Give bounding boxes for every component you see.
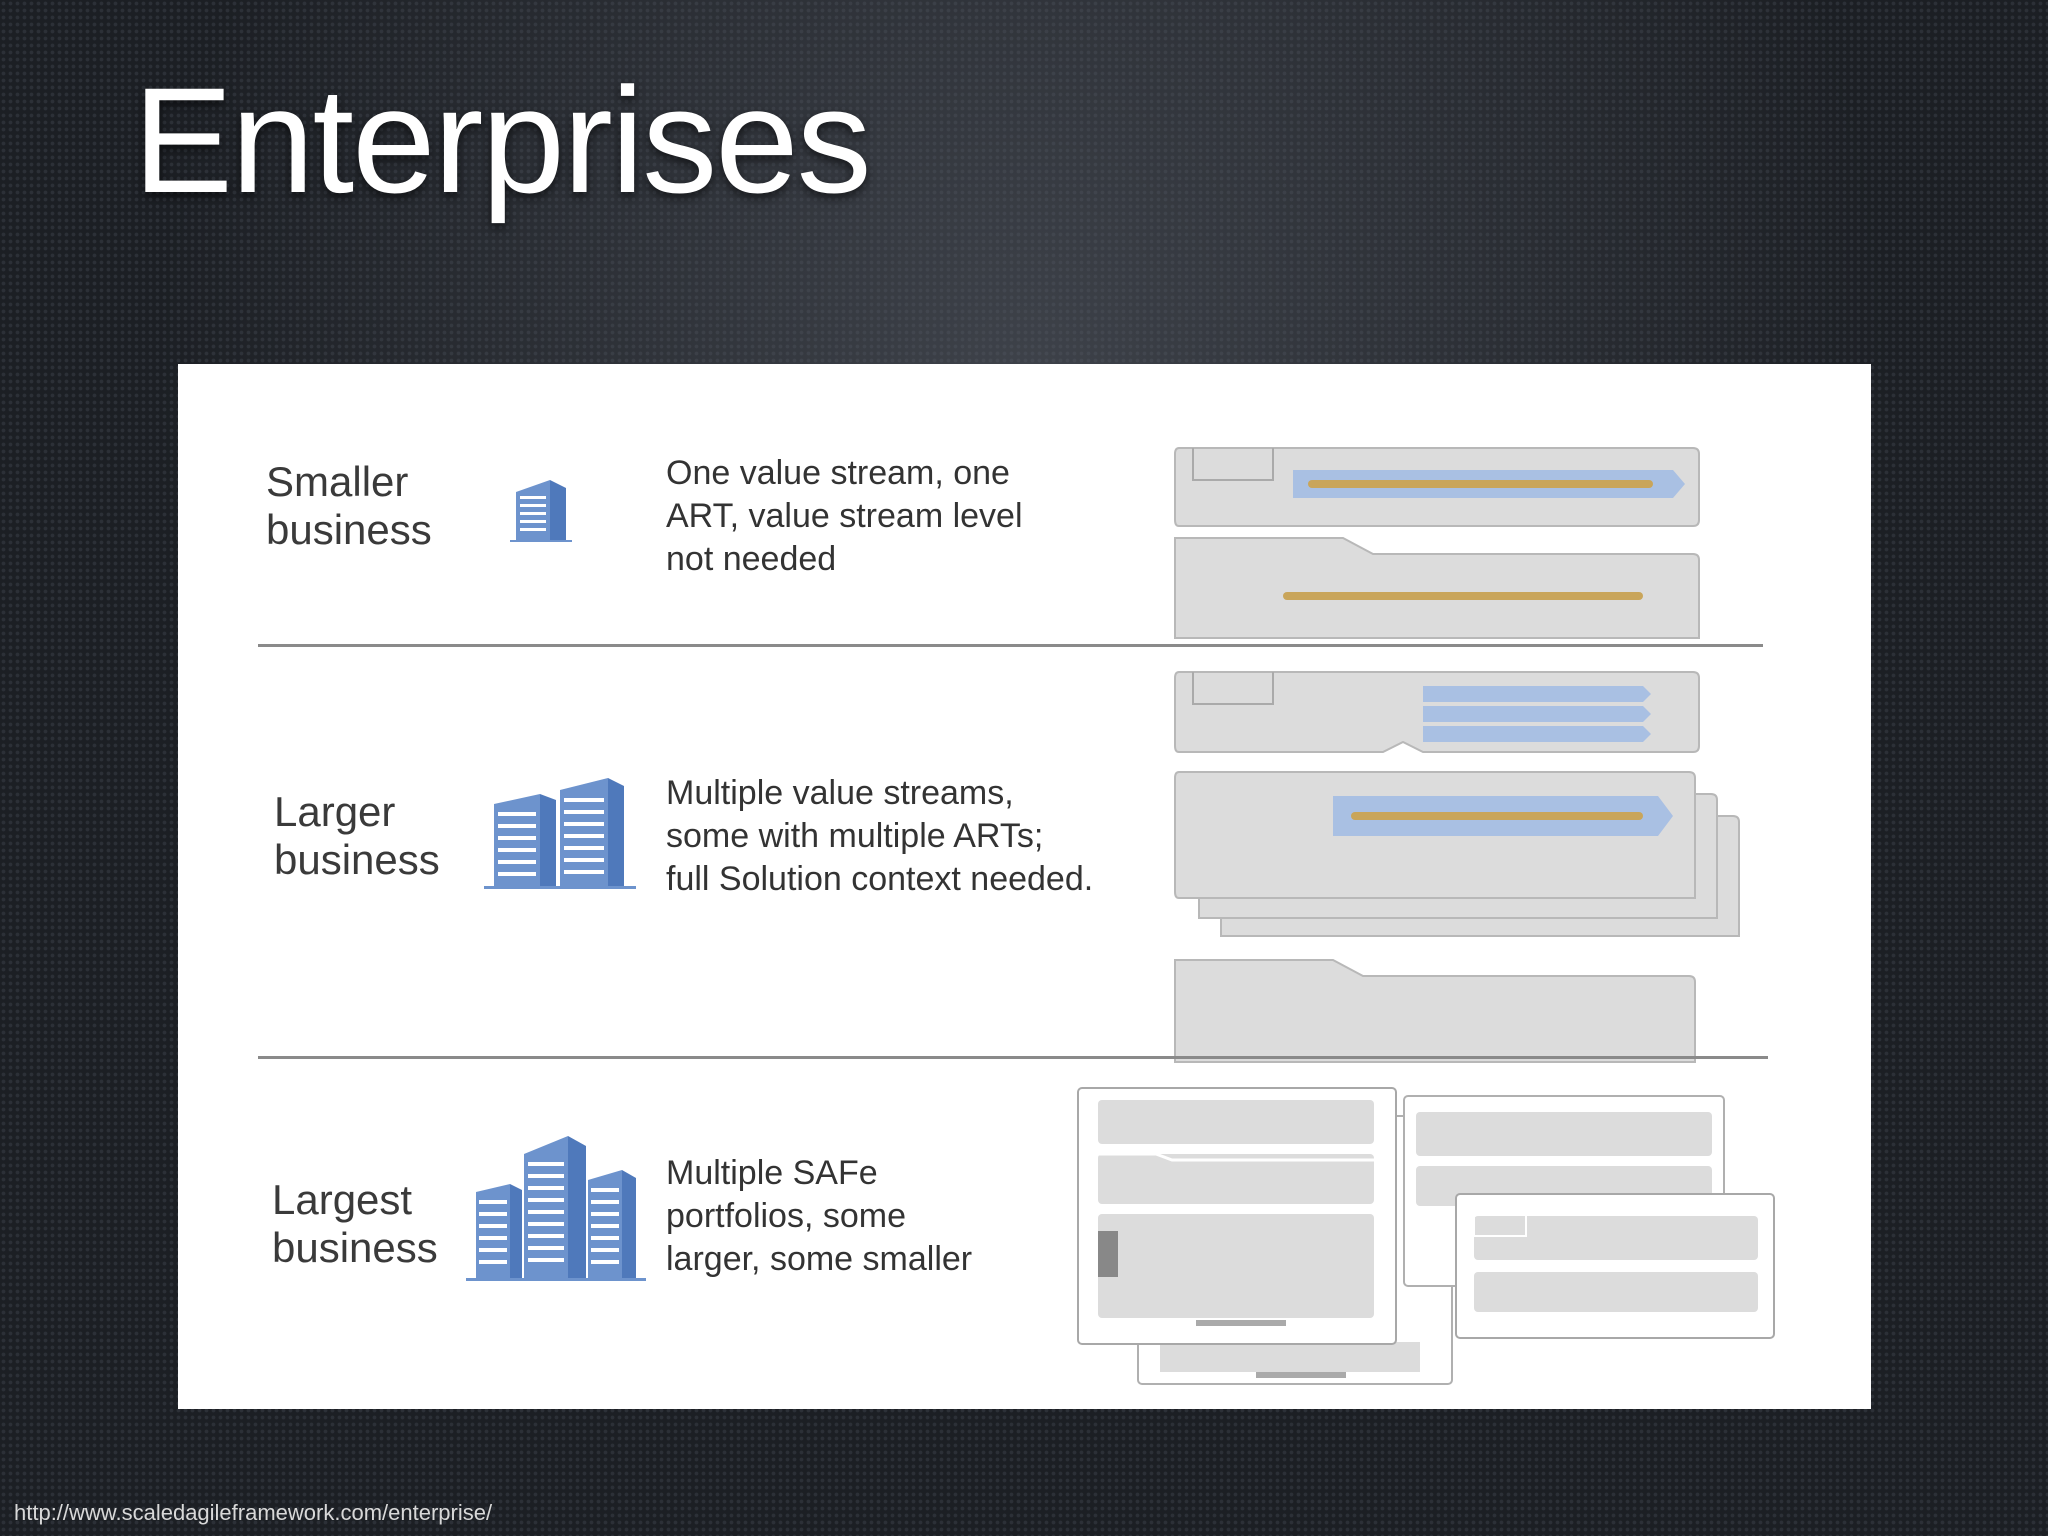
row-label-larger: Larger business — [274, 788, 440, 883]
row-divider — [258, 644, 1763, 647]
source-url[interactable]: http://www.scaledagileframework.com/ente… — [14, 1500, 493, 1525]
row-desc-larger: Multiple value streams, some with multip… — [666, 774, 1094, 898]
row-label-smaller: Smaller business — [266, 458, 432, 553]
single-value-stream-diagram — [1174, 447, 1700, 639]
row-divider — [258, 1056, 1768, 1059]
row-desc-smaller: One value stream, one ART, value stream … — [666, 454, 1023, 578]
row-desc-largest: Multiple SAFe portfolios, some larger, s… — [666, 1154, 973, 1278]
enterprise-figure: Smaller business One value stream, one A… — [178, 364, 1871, 1409]
large-buildings-icon — [466, 1136, 646, 1281]
medium-buildings-icon — [484, 778, 636, 889]
row-label-largest: Largest business — [272, 1176, 438, 1271]
multiple-value-streams-diagram — [1174, 671, 1740, 1063]
small-building-icon — [510, 480, 572, 542]
slide-title: Enterprises — [133, 56, 872, 224]
multiple-portfolios-diagram — [1077, 1087, 1775, 1385]
